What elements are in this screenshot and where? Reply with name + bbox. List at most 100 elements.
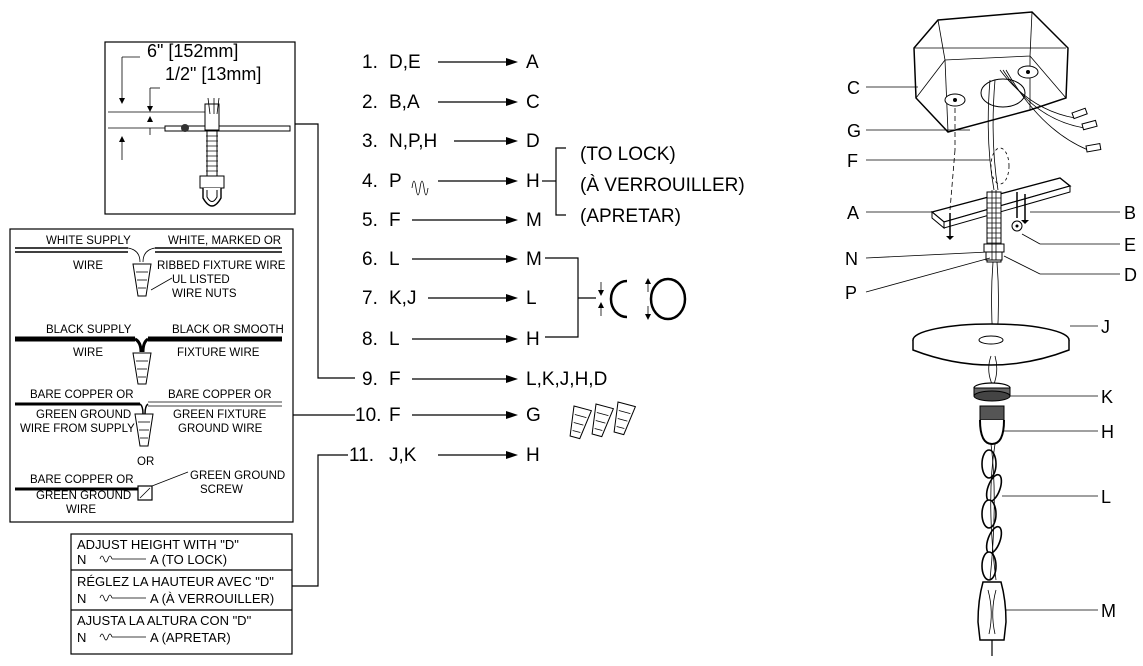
part-label-k: K	[1101, 387, 1113, 407]
adjust-fr-line: A (À VERROUILLER)	[150, 591, 274, 606]
step-target: D	[526, 131, 540, 152]
step-number: 4.	[362, 171, 378, 192]
connector-step-9	[295, 123, 355, 379]
step-number: 10.	[355, 405, 381, 426]
step-target: C	[526, 92, 540, 113]
dimension-6in: 6" [152mm]	[147, 41, 238, 61]
part-label-n: N	[845, 249, 858, 269]
label-black-supply: BLACK SUPPLY	[46, 324, 132, 336]
step-source: N,P,H	[389, 131, 437, 152]
label-white-supply: WHITE SUPPLY	[46, 235, 131, 247]
step-row: 9. F L,K,J,H,D	[362, 369, 607, 390]
connector-step-11	[292, 454, 348, 587]
step-row: 10. F G	[355, 405, 541, 426]
dimension-inset: 6" [152mm] 1/2" [13mm]	[104, 41, 296, 215]
step-target: L	[526, 288, 537, 309]
label-green-ground-supply: GREEN GROUND	[36, 409, 131, 421]
label-ribbed: RIBBED FIXTURE WIRE	[157, 260, 286, 272]
part-label-b: B	[1124, 203, 1136, 223]
junction-box	[913, 11, 1069, 133]
adjust-en-line: A (TO LOCK)	[150, 552, 227, 567]
step-target: H	[526, 445, 540, 466]
loop	[979, 405, 1005, 446]
step-source: K,J	[389, 288, 416, 309]
part-label-e: E	[1124, 235, 1136, 255]
canopy-ring	[973, 382, 1011, 402]
label-green-ground-3: GREEN GROUND	[36, 490, 131, 502]
wiring-box-frame	[9, 228, 294, 523]
socket-cover	[977, 581, 1007, 656]
label-bare-copper-3: BARE COPPER OR	[30, 474, 134, 486]
label-ground-wire: GROUND WIRE	[178, 423, 263, 435]
step-source: B,A	[389, 92, 420, 113]
label-green-ground-screw-1: GREEN GROUND	[190, 470, 285, 482]
part-label-c: C	[847, 78, 860, 98]
coil-icon	[99, 555, 146, 641]
adjust-fr-title: RÉGLEZ LA HAUTEUR AVEC "D"	[77, 574, 274, 589]
step-row: 4. P H	[362, 171, 540, 196]
part-label-f: F	[847, 151, 858, 171]
adjust-es-title: AJUSTA LA ALTURA CON "D"	[77, 613, 252, 628]
chain-link-closed-icon	[645, 277, 687, 321]
label-ul-listed: UL LISTED	[172, 274, 230, 286]
step-row: 8. L H	[362, 329, 540, 350]
part-label-g: G	[847, 121, 861, 141]
step-target: L,K,J,H,D	[526, 369, 607, 390]
label-wire-3: WIRE	[66, 504, 96, 516]
step-row: 7. K,J L	[362, 288, 537, 309]
adjust-height-table: ADJUST HEIGHT WITH "D" N A (TO LOCK) RÉG…	[70, 533, 293, 655]
label-white-marked: WHITE, MARKED OR	[168, 235, 281, 247]
chain-link-open-icon	[598, 279, 628, 319]
label-fixture-wire: FIXTURE WIRE	[177, 347, 260, 359]
dimension-half-inch: 1/2" [13mm]	[165, 64, 261, 84]
adjust-es-line: A (APRETAR)	[150, 630, 231, 645]
step-number: 8.	[362, 329, 378, 350]
step-number: 9.	[362, 369, 378, 390]
fixture-exploded-view: C G F A N P B E D J K H L M	[845, 11, 1137, 656]
step-source: F	[389, 210, 401, 231]
part-label-h: H	[1101, 422, 1114, 442]
lock-note-en: (TO LOCK)	[580, 144, 676, 165]
label-bare-copper-2: BARE COPPER OR	[168, 389, 272, 401]
label-green-ground-screw-2: SCREW	[200, 484, 243, 496]
label-bare-copper-1: BARE COPPER OR	[30, 389, 134, 401]
step-target: H	[526, 171, 540, 192]
mounting-screw	[946, 192, 1029, 240]
step-row: 2. B,A C	[362, 92, 540, 113]
label-wire-2: WIRE	[73, 347, 103, 359]
step-target: M	[526, 249, 542, 270]
adjust-en-n: N	[77, 552, 86, 567]
part-label-a: A	[847, 203, 859, 223]
step-target: G	[526, 405, 541, 426]
link-bracket	[545, 257, 687, 338]
assembly-steps: 1. D,E A 2. B,A C 3. N,P,H D 4. P H 5. F	[349, 52, 607, 466]
coil-icon	[411, 180, 429, 196]
step-target: A	[526, 52, 539, 73]
step-source: P	[389, 171, 402, 192]
step-row: 6. L M	[362, 249, 542, 270]
wire-nuts-icon	[569, 401, 637, 440]
canopy	[912, 323, 1070, 366]
step-target: H	[526, 329, 540, 350]
step-number: 1.	[362, 52, 378, 73]
lock-note-es: (APRETAR)	[580, 206, 681, 227]
step-row: 11. J,K H	[349, 445, 540, 466]
label-black-smooth: BLACK OR SMOOTH	[172, 324, 284, 336]
label-wire-from-supply: WIRE FROM SUPPLY	[20, 423, 135, 435]
lock-notes: (TO LOCK) (À VERROUILLER) (APRETAR)	[542, 144, 745, 227]
step-number: 2.	[362, 92, 378, 113]
label-or: OR	[137, 456, 154, 468]
adjust-en-title: ADJUST HEIGHT WITH "D"	[77, 537, 239, 552]
step-number: 6.	[362, 249, 378, 270]
part-label-d: D	[1124, 265, 1137, 285]
step-number: 5.	[362, 210, 378, 231]
step-number: 7.	[362, 288, 378, 309]
step-row: 1. D,E A	[362, 52, 539, 73]
part-label-j: J	[1101, 317, 1110, 337]
step-number: 3.	[362, 131, 378, 152]
step-row: 3. N,P,H D	[362, 131, 540, 152]
part-label-l: L	[1101, 487, 1111, 507]
wiring-instructions-box: WHITE SUPPLY WHITE, MARKED OR WIRE RIBBE…	[9, 228, 294, 523]
lock-note-fr: (À VERROUILLER)	[580, 175, 745, 196]
